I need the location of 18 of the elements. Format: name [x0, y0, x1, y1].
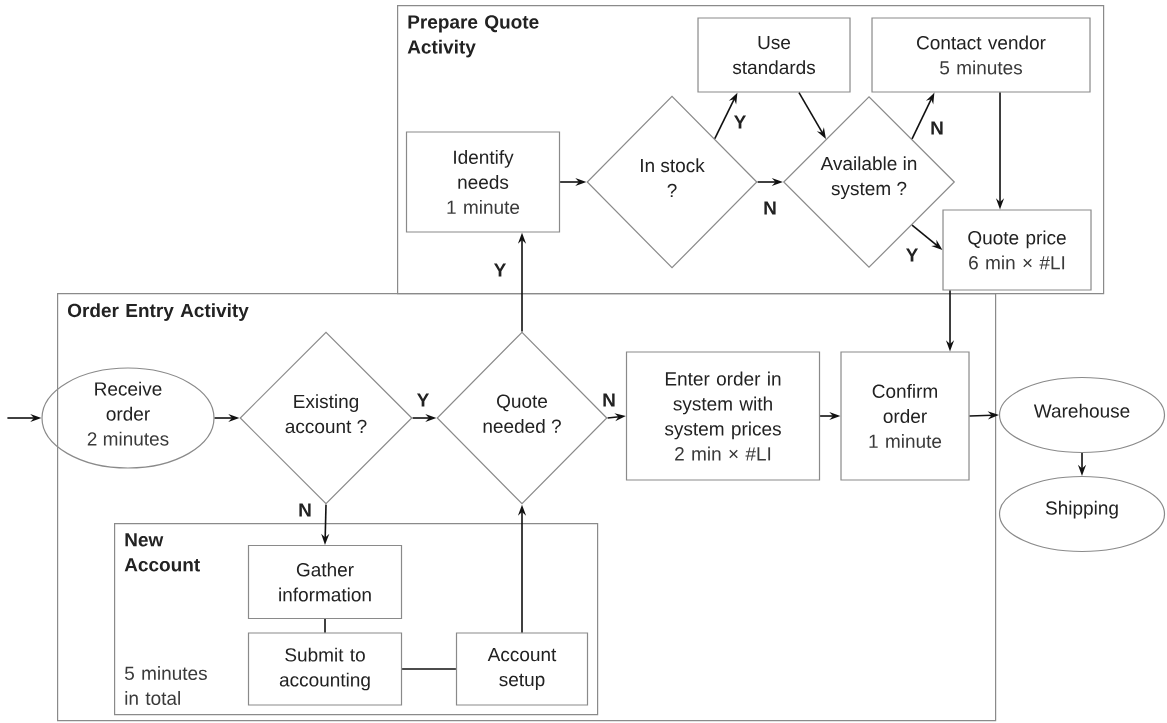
process-box: Contact vendor 5 minutes	[871, 17, 1091, 93]
connector-line	[401, 668, 457, 670]
process-box: Gather information	[247, 544, 403, 620]
edge-label: Y	[732, 114, 748, 130]
process-box: Identify needs 1 minute	[405, 131, 561, 233]
edge-label: N	[297, 502, 313, 518]
process-box: Use standards	[697, 17, 851, 93]
edge-label: Y	[904, 247, 920, 263]
process-box: Quote price 6 min × #LI	[942, 209, 1092, 291]
process-box: Confirm order 1 minute	[840, 351, 970, 481]
process-box: Enter order in system with system prices 2 min × #LI	[625, 351, 821, 481]
edge-label: Y	[415, 392, 431, 408]
edge-label: N	[762, 200, 778, 216]
process-box: Submit to accounting	[247, 632, 403, 706]
connector-line	[324, 618, 326, 634]
process-box: Account setup	[455, 632, 589, 706]
edge-label: N	[929, 120, 945, 136]
edge-label: Y	[492, 262, 508, 278]
